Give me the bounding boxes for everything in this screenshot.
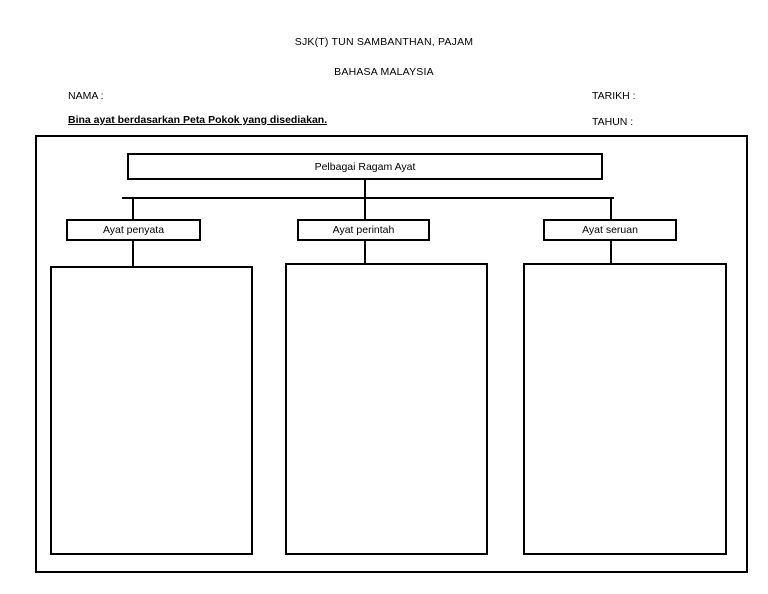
branch-label-box-3: Ayat seruan <box>543 219 677 241</box>
subject-heading: BAHASA MALAYSIA <box>334 66 434 78</box>
connector-root-stem <box>364 180 366 198</box>
nama-field-label: NAMA : <box>68 90 104 102</box>
branch-label-3: Ayat seruan <box>582 224 638 236</box>
branch-label-box-1: Ayat penyata <box>66 219 201 241</box>
connector-tail-branch-2 <box>364 241 366 263</box>
worksheet-frame <box>35 135 748 573</box>
connector-drop-branch-1 <box>132 197 134 219</box>
connector-drop-branch-2 <box>364 197 366 219</box>
tahun-field-label: TAHUN : <box>592 116 634 128</box>
answer-area-1[interactable] <box>50 266 253 555</box>
tarikh-field-label: TARIKH : <box>592 90 636 102</box>
instruction-text: Bina ayat berdasarkan Peta Pokok yang di… <box>68 114 328 126</box>
school-name-heading: SJK(T) TUN SAMBANTHAN, PAJAM <box>294 36 474 48</box>
answer-area-2[interactable] <box>285 263 488 555</box>
connector-tail-branch-1 <box>132 241 134 266</box>
connector-tail-branch-3 <box>610 241 612 263</box>
tree-root-box: Pelbagai Ragam Ayat <box>127 153 603 180</box>
tree-root-label: Pelbagai Ragam Ayat <box>314 160 416 173</box>
answer-area-3[interactable] <box>523 263 727 555</box>
branch-label-2: Ayat perintah <box>332 224 395 236</box>
branch-label-box-2: Ayat perintah <box>297 219 430 241</box>
connector-horizontal-bus <box>122 197 614 199</box>
connector-drop-branch-3 <box>610 197 612 219</box>
branch-label-1: Ayat penyata <box>102 224 165 236</box>
